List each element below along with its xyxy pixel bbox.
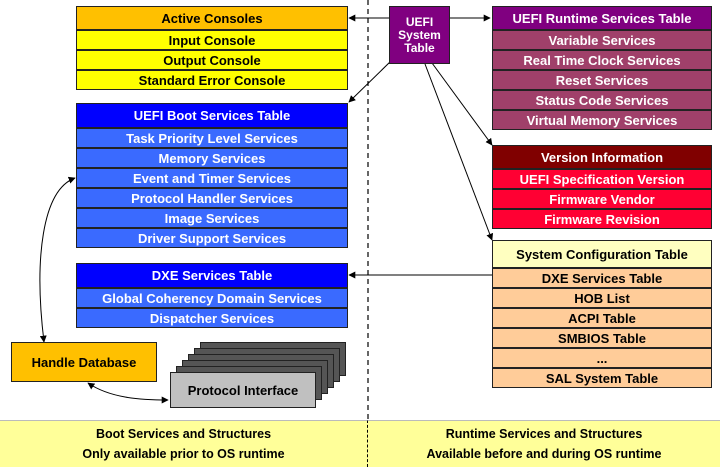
version-information-row: Firmware Vendor bbox=[492, 189, 712, 209]
boot-services-header: UEFI Boot Services Table bbox=[76, 103, 348, 128]
system-configuration-row: HOB List bbox=[492, 288, 712, 308]
footer-boot-services: Boot Services and Structures Only availa… bbox=[0, 420, 368, 467]
runtime-services-header: UEFI Runtime Services Table bbox=[492, 6, 712, 30]
dxe-services-header: DXE Services Table bbox=[76, 263, 348, 288]
footer-runtime-services: Runtime Services and Structures Availabl… bbox=[368, 420, 720, 467]
runtime-services-row: Reset Services bbox=[492, 70, 712, 90]
boot-services-row: Driver Support Services bbox=[76, 228, 348, 248]
arrow-to-version-info bbox=[431, 62, 493, 146]
active-consoles-row: Input Console bbox=[76, 30, 348, 50]
version-information-row: Firmware Revision bbox=[492, 209, 712, 229]
version-information-header: Version Information bbox=[492, 145, 712, 169]
system-table-line2: System bbox=[398, 27, 441, 42]
system-configuration-row: SMBIOS Table bbox=[492, 328, 712, 348]
dxe-services-row: Global Coherency Domain Services bbox=[76, 288, 348, 308]
active-consoles-row: Standard Error Console bbox=[76, 70, 348, 90]
system-configuration-row: ACPI Table bbox=[492, 308, 712, 328]
system-configuration-row: DXE Services Table bbox=[492, 268, 712, 288]
handle-database: Handle Database bbox=[11, 342, 157, 382]
active-consoles-header: Active Consoles bbox=[76, 6, 348, 30]
footer-boot-line2: Only available prior to OS runtime bbox=[82, 447, 285, 461]
footer-runtime-line1: Runtime Services and Structures bbox=[445, 427, 643, 441]
runtime-services-row: Variable Services bbox=[492, 30, 712, 50]
protocol-interface: Protocol Interface bbox=[170, 372, 316, 408]
system-configuration-header: System Configuration Table bbox=[492, 240, 712, 268]
arrow-handle-to-protocol bbox=[87, 382, 169, 404]
runtime-services-row: Virtual Memory Services bbox=[492, 110, 712, 130]
runtime-services-row: Real Time Clock Services bbox=[492, 50, 712, 70]
dxe-services-row: Dispatcher Services bbox=[76, 308, 348, 328]
uefi-system-table: UEFI System Table bbox=[389, 6, 450, 64]
version-information-row: UEFI Specification Version bbox=[492, 169, 712, 189]
system-configuration-row: ... bbox=[492, 348, 712, 368]
boot-services-row: Event and Timer Services bbox=[76, 168, 348, 188]
runtime-services-row: Status Code Services bbox=[492, 90, 712, 110]
boot-services-row: Protocol Handler Services bbox=[76, 188, 348, 208]
system-table-line3: Table bbox=[404, 40, 435, 55]
system-configuration-row: SAL System Table bbox=[492, 368, 712, 388]
boot-services-row: Memory Services bbox=[76, 148, 348, 168]
footer-runtime-line2: Available before and during OS runtime bbox=[426, 447, 662, 461]
boot-services-row: Task Priority Level Services bbox=[76, 128, 348, 148]
arrow-handle-to-boot bbox=[39, 176, 76, 343]
boot-services-row: Image Services bbox=[76, 208, 348, 228]
system-table-line1: UEFI bbox=[405, 14, 434, 29]
footer-boot-line1: Boot Services and Structures bbox=[95, 427, 272, 441]
arrow-to-boot-services bbox=[348, 59, 393, 103]
arrow-to-system-config bbox=[424, 63, 494, 241]
active-consoles-row: Output Console bbox=[76, 50, 348, 70]
